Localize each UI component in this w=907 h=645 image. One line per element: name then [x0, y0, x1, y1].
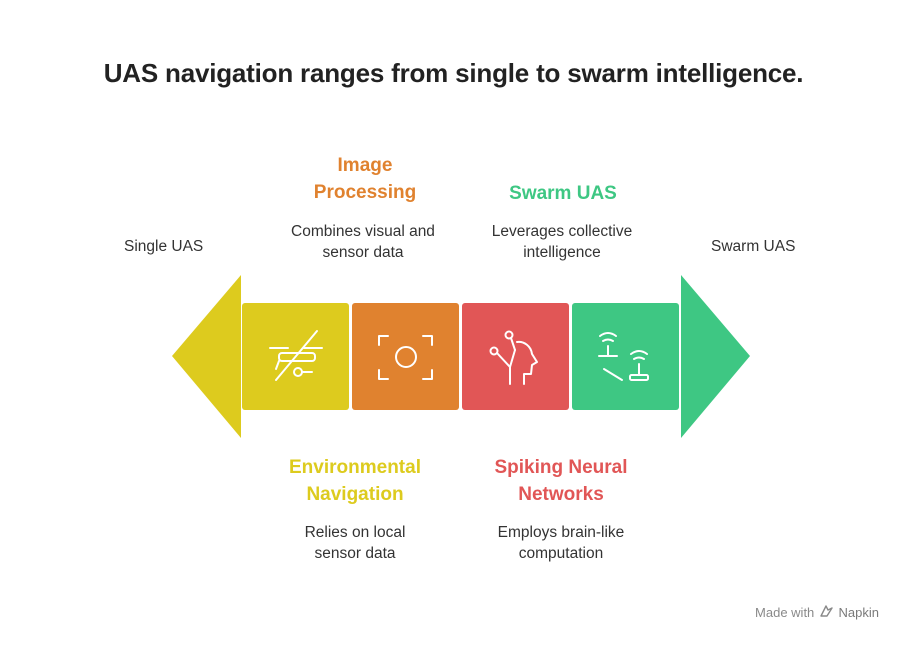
swarm-uas-description: Leverages collective intelligence: [467, 221, 657, 263]
left-arrowhead: [172, 275, 241, 438]
spiking-neural-networks-heading-line2: Networks: [518, 484, 604, 505]
footer-prefix: Made with: [755, 605, 815, 620]
spiking-neural-networks-heading-line1: Spiking Neural: [494, 457, 628, 478]
spiking-neural-networks-description: Employs brain-like computation: [466, 522, 656, 564]
environmental-navigation-heading: Environmental Navigation: [260, 454, 450, 508]
image-processing-box: [352, 303, 459, 410]
napkin-logo-icon: [820, 605, 833, 620]
swarm-uas-desc-line1: Leverages collective: [491, 223, 633, 240]
environmental-navigation-heading-line1: Environmental: [289, 457, 421, 478]
environmental-navigation-desc-line1: Relies on local: [304, 524, 406, 541]
right-arrowhead: [681, 275, 750, 438]
page-title: UAS navigation ranges from single to swa…: [103, 58, 804, 88]
made-with-napkin-footer: Made with Napkin: [755, 605, 879, 620]
camera-focus-icon: [378, 335, 433, 380]
crossed-out-drone-icon: [269, 330, 323, 381]
footer-brand: Napkin: [838, 605, 879, 620]
environmental-navigation-heading-line2: Navigation: [306, 484, 404, 505]
swarm-uas-heading-line1: Swarm UAS: [509, 183, 617, 204]
swarm-uas-desc-line2: intelligence: [523, 244, 601, 261]
swarm-uas-heading: Swarm UAS: [468, 180, 658, 207]
image-processing-desc-line1: Combines visual and: [291, 223, 435, 240]
environmental-navigation-description: Relies on local sensor data: [260, 522, 450, 564]
image-processing-heading-line2: Processing: [313, 182, 417, 203]
brain-head-icon: [489, 330, 538, 385]
spiking-neural-networks-box: [462, 303, 569, 410]
right-end-label: Swarm UAS: [711, 238, 796, 255]
image-processing-heading-line1: Image: [337, 155, 393, 176]
environmental-navigation-desc-line2: sensor data: [314, 545, 396, 562]
spiking-neural-networks-heading: Spiking Neural Networks: [466, 454, 656, 508]
spiking-neural-networks-desc-line2: computation: [518, 545, 604, 562]
image-processing-heading: Image Processing: [270, 152, 460, 206]
image-processing-description: Combines visual and sensor data: [268, 221, 458, 263]
left-end-label: Single UAS: [124, 238, 204, 255]
swarm-uas-box: [572, 303, 679, 410]
image-processing-desc-line2: sensor data: [322, 244, 404, 261]
wireless-swarm-icon: [598, 332, 649, 381]
spiking-neural-networks-desc-line1: Employs brain-like: [497, 524, 625, 541]
